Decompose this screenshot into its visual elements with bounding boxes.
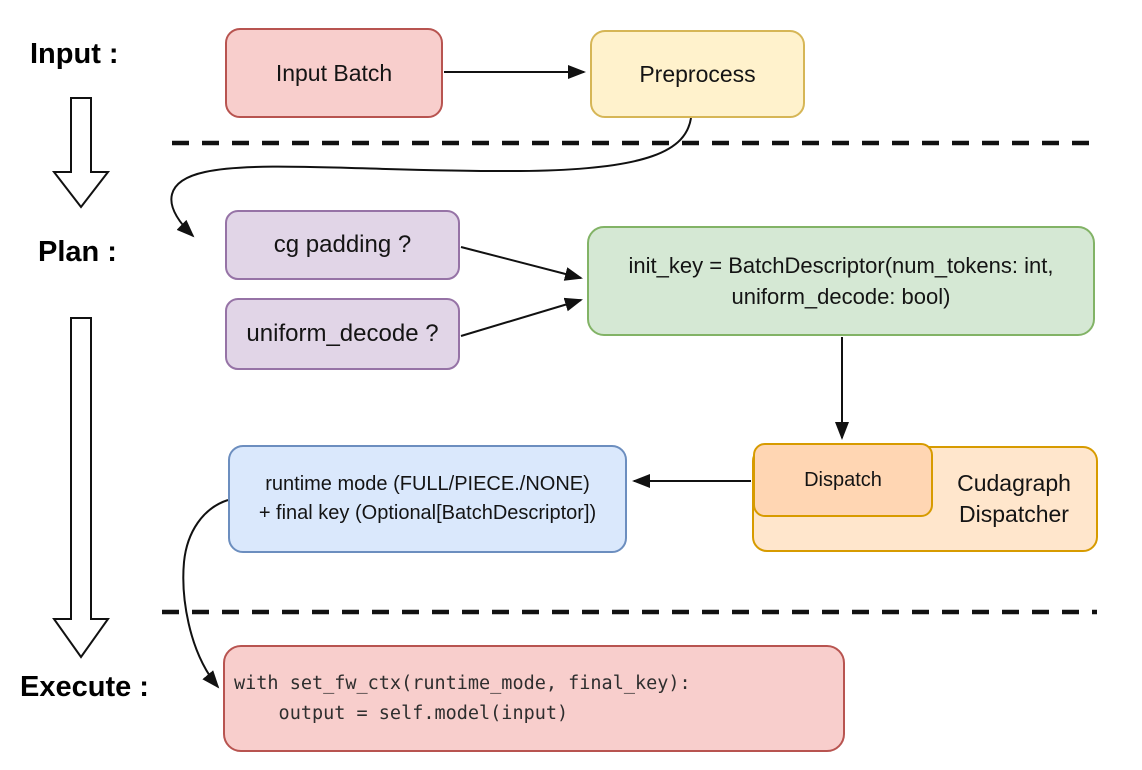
node-cudagraph-dispatcher-label: Cudagraph Dispatcher bbox=[934, 448, 1094, 550]
node-preprocess-label: Preprocess bbox=[639, 60, 756, 87]
node-execute-code-line1: with set_fw_ctx(runtime_mode, final_key)… bbox=[234, 672, 691, 694]
node-uniform-decode: uniform_decode ? bbox=[225, 298, 460, 370]
node-runtime-mode: runtime mode (FULL/PIECE./NONE) + final … bbox=[228, 445, 627, 553]
node-cg-padding-label: cg padding ? bbox=[273, 231, 412, 258]
node-execute-code: with set_fw_ctx(runtime_mode, final_key)… bbox=[223, 645, 845, 752]
arrow-preprocess-to-cg-padding bbox=[170, 117, 692, 238]
arrow-cg-padding-to-init-key bbox=[460, 246, 583, 281]
node-dispatch: Dispatch bbox=[753, 443, 933, 517]
node-uniform-decode-label: uniform_decode ? bbox=[246, 320, 439, 347]
node-init-key-line2: uniform_decode: bool) bbox=[731, 284, 951, 309]
node-cg-padding: cg padding ? bbox=[225, 210, 460, 280]
node-input-batch-label: Input Batch bbox=[275, 59, 393, 86]
node-runtime-mode-line2: + final key (Optional[BatchDescriptor]) bbox=[258, 502, 597, 524]
node-init-key-line1: init_key = BatchDescriptor(num_tokens: i… bbox=[628, 253, 1054, 278]
node-runtime-mode-line1: runtime mode (FULL/PIECE./NONE) bbox=[265, 473, 590, 495]
node-cudagraph-dispatcher-line2: Dispatcher bbox=[959, 501, 1069, 527]
node-init-key: init_key = BatchDescriptor(num_tokens: i… bbox=[587, 226, 1095, 336]
node-input-batch: Input Batch bbox=[225, 28, 443, 118]
node-cudagraph-dispatcher-line1: Cudagraph bbox=[957, 470, 1071, 496]
stage-label-input: Input : bbox=[30, 38, 119, 70]
stage-arrow-plan-to-execute bbox=[52, 317, 110, 659]
arrow-uniform-decode-to-init-key bbox=[460, 297, 583, 337]
arrow-runtime-mode-to-execute-code bbox=[182, 499, 229, 689]
stage-label-execute: Execute : bbox=[20, 671, 149, 703]
node-dispatch-label: Dispatch bbox=[804, 468, 882, 491]
node-execute-code-line2: output = self.model(input) bbox=[234, 702, 569, 724]
stage-label-plan: Plan : bbox=[38, 236, 117, 268]
stage-arrow-input-to-plan bbox=[51, 97, 111, 209]
node-preprocess: Preprocess bbox=[590, 30, 805, 118]
